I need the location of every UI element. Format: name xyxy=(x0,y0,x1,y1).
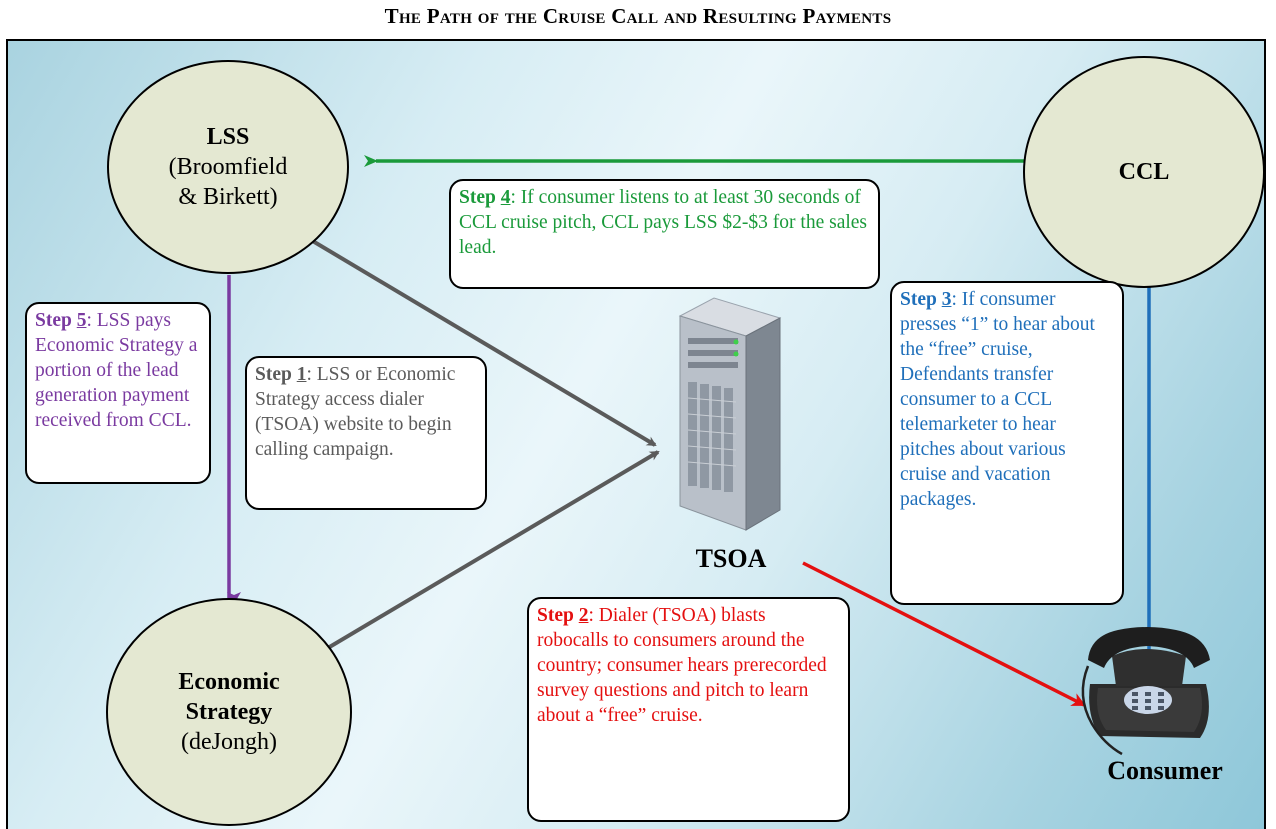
step1-lead: Step xyxy=(255,364,297,385)
tsoa-label: TSOA xyxy=(695,544,767,573)
node-lss-sub1: (Broomfield xyxy=(168,154,288,180)
step4-box: Step 4: If consumer listens to at least … xyxy=(449,179,880,289)
step1-num: 1 xyxy=(296,364,307,385)
server-icon xyxy=(678,297,782,531)
step4-text: : If consumer listens to at least 30 sec… xyxy=(459,187,868,258)
step5-lead: Step xyxy=(35,310,77,331)
step5-text: : LSS pays Economic Strategy a portion o… xyxy=(35,310,198,431)
step3-text: : If consumer presses “1” to hear about … xyxy=(900,289,1095,510)
consumer-label: Consumer xyxy=(1107,756,1223,785)
step3-box: Step 3: If consumer presses “1” to hear … xyxy=(890,281,1124,605)
step4-lead: Step xyxy=(459,187,501,208)
node-econ-sub: (deJongh) xyxy=(181,729,277,755)
step4-num: 4 xyxy=(500,187,511,208)
node-lss-name: LSS xyxy=(206,124,250,150)
node-econ-name2: Strategy xyxy=(185,699,273,725)
arrow-tsoa-to-consumer xyxy=(802,561,1086,707)
node-ccl-name: CCL xyxy=(1118,159,1170,185)
node-econ-name1: Economic xyxy=(178,669,280,695)
step2-text: : Dialer (TSOA) blasts robocalls to cons… xyxy=(537,605,827,726)
step1-box: Step 1: LSS or Economic Strategy access … xyxy=(245,356,487,510)
telephone-icon xyxy=(1081,627,1210,756)
step2-lead: Step xyxy=(537,605,579,626)
node-lss: LSS (Broomfield & Birkett) xyxy=(107,60,349,274)
arrow-lss-to-tsoa xyxy=(309,238,657,447)
step5-num: 5 xyxy=(76,310,87,331)
arrow-econ-to-tsoa xyxy=(309,450,660,660)
step5-box: Step 5: LSS pays Economic Strategy a por… xyxy=(25,302,211,484)
step3-num: 3 xyxy=(941,289,952,310)
step2-num: 2 xyxy=(578,605,589,626)
step2-box: Step 2: Dialer (TSOA) blasts robocalls t… xyxy=(527,597,850,822)
step3-lead: Step xyxy=(900,289,942,310)
diagram-title: The Path of the Cruise Call and Resultin… xyxy=(384,4,892,28)
node-ccl: CCL xyxy=(1023,56,1265,288)
node-lss-sub2: & Birkett) xyxy=(178,184,278,210)
node-economic-strategy: Economic Strategy (deJongh) xyxy=(106,598,352,826)
step1-text: : LSS or Economic Strategy access dialer… xyxy=(255,364,456,460)
